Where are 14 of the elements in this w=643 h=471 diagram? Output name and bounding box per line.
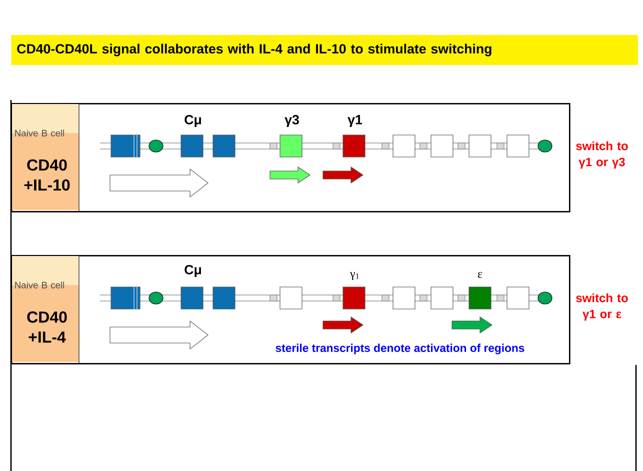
condition-label: Naive B cell CD40 +IL-4: [12, 254, 80, 364]
outcome-note: switch to γ1 or γ3: [576, 141, 628, 169]
segment-label: γ3: [284, 114, 299, 128]
panel-frame: [11, 255, 570, 364]
segment-label: γ1: [348, 115, 362, 127]
title-banner: CD40-CD40L signal collaborates with IL-4 and IL-10 to stimulate switching: [11, 35, 638, 65]
segment-label: Cμ: [184, 115, 202, 128]
condition-label: Naive B cell CD40 +IL-10: [12, 102, 80, 212]
note: sterile transcripts denote activation of regions: [276, 344, 524, 354]
panel-frame: [11, 103, 570, 212]
segment-label: γ$_{1}$: [350, 272, 359, 280]
segment-label: Cμ: [184, 265, 202, 278]
segment-label: ε: [478, 272, 482, 278]
outcome-note: switch to γ1 or ε: [576, 293, 628, 321]
